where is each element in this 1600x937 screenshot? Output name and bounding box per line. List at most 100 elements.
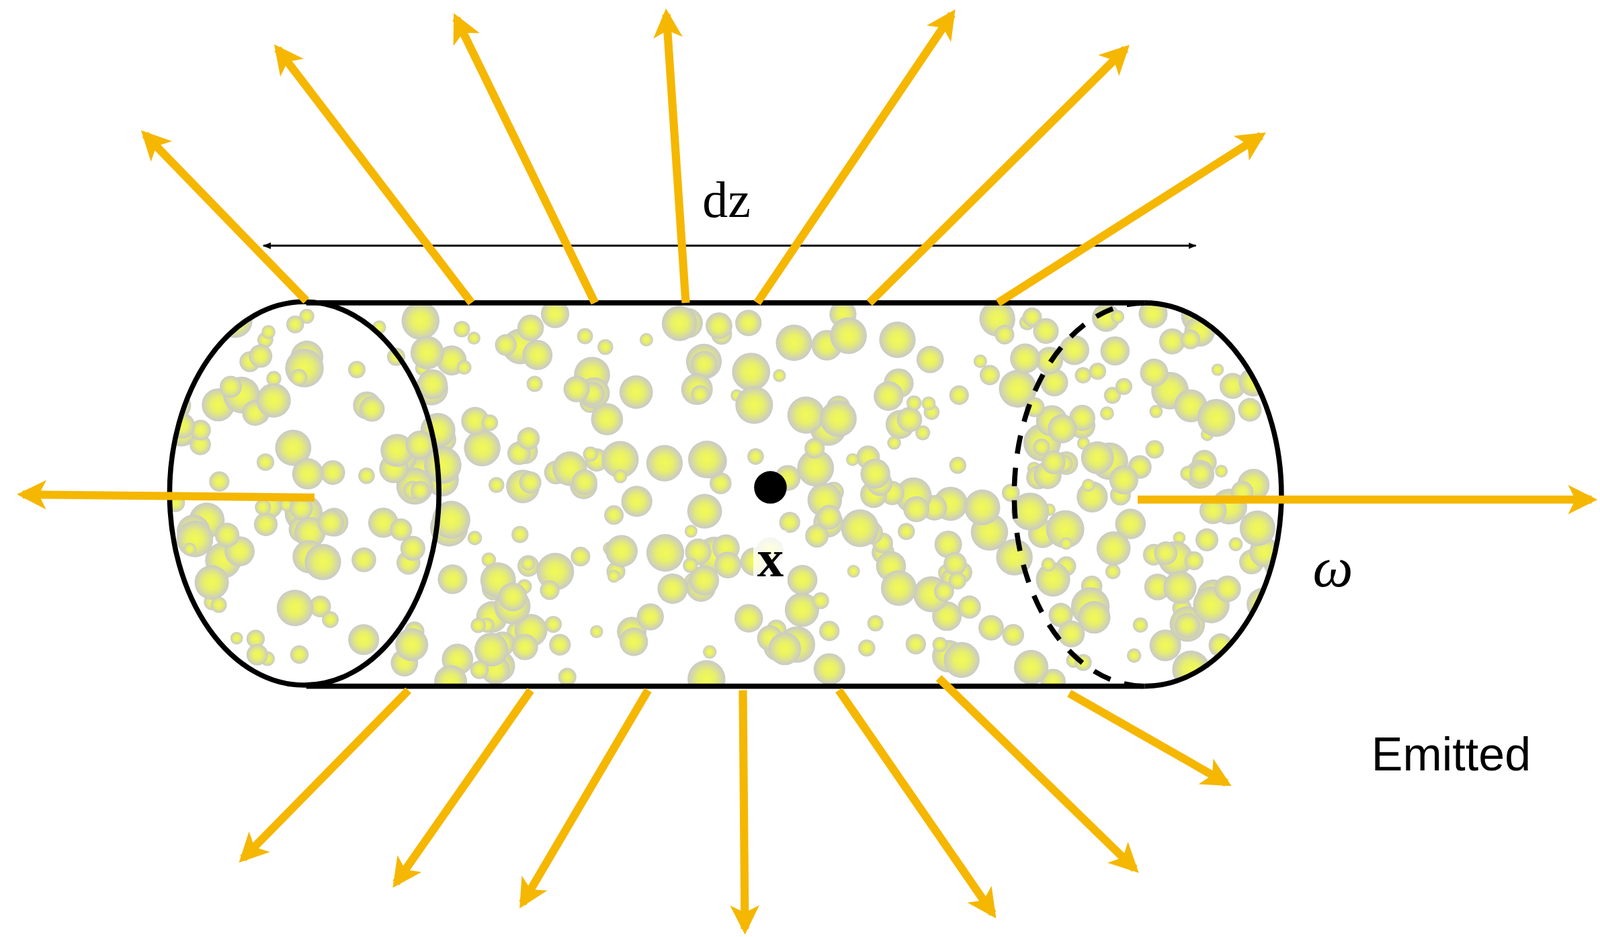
particle [211,596,228,613]
particle [1189,462,1213,486]
particle [539,580,560,601]
particle [481,414,498,432]
emission-arrow [869,49,1126,304]
particle [687,660,726,699]
particle [932,637,949,653]
particle [921,396,936,411]
particle [621,485,653,517]
particle [1041,557,1056,572]
particle [1214,465,1228,478]
particle [1195,528,1219,552]
particle [949,456,967,474]
particle [1237,398,1262,423]
particle [637,603,664,631]
particle [860,458,890,489]
particle [256,453,275,472]
particle [563,376,591,403]
particle [1180,329,1201,350]
particle [702,645,717,659]
particle [359,396,386,423]
particle [470,618,486,634]
particle [1145,440,1164,459]
particle [1197,399,1236,437]
particle [979,364,1000,386]
emission-arrow [997,135,1262,304]
particle [978,615,1004,642]
particle [410,335,445,370]
particle [604,505,624,525]
particle [1115,378,1133,396]
particle [1081,479,1095,492]
emission-arrow [757,14,953,304]
particle [1105,564,1121,580]
particle [401,301,440,340]
particle [519,471,542,494]
emission-arrow [666,14,687,304]
particle [813,653,846,686]
particle [1271,585,1292,606]
particle [646,444,683,482]
particle [453,321,471,339]
particle [424,446,462,485]
particle [1214,575,1242,603]
particle [395,628,429,662]
particle [690,385,709,404]
particle [880,570,917,607]
point-label: x [753,530,789,589]
particle [731,352,771,392]
particle [351,547,377,573]
particle [994,325,1015,345]
particle [915,425,931,441]
particle [897,523,915,541]
particle [511,526,529,544]
particle [1001,483,1021,502]
particle [605,534,638,568]
particle [172,299,197,325]
particle [690,350,718,378]
particle [1100,406,1115,421]
particle [619,375,654,410]
point-dot [753,471,787,504]
particle [734,604,763,633]
particle [456,360,472,375]
particle [488,477,505,494]
particle [410,481,430,500]
particle [570,546,591,567]
particle [348,624,380,656]
particle [714,551,742,579]
particle [1174,612,1201,639]
particle [943,552,967,576]
particle [1109,465,1139,495]
particle [522,340,553,371]
emission-arrow [1137,495,1592,504]
particle [286,315,304,334]
particle [735,309,762,336]
particle [498,582,528,612]
particle [887,436,901,450]
particle [705,312,733,340]
particle [577,328,594,345]
particle [878,321,916,359]
particle [1096,531,1131,566]
particle [684,524,698,538]
particle [1014,650,1049,685]
particle [292,458,324,490]
emission-arrow [22,494,315,498]
particle [873,381,904,412]
particle [681,373,713,406]
particle [1140,358,1169,388]
particle [772,369,786,383]
particle [949,385,970,406]
particle [276,590,314,627]
particle [817,505,842,531]
particle [1089,362,1107,381]
particle [1237,654,1266,683]
particle [776,324,813,361]
particle [590,403,623,436]
particle [819,620,840,642]
particle [512,634,539,661]
emission-arrow [395,690,531,884]
particle [903,496,930,523]
particle [1210,311,1236,337]
emission-arrow [145,134,307,301]
